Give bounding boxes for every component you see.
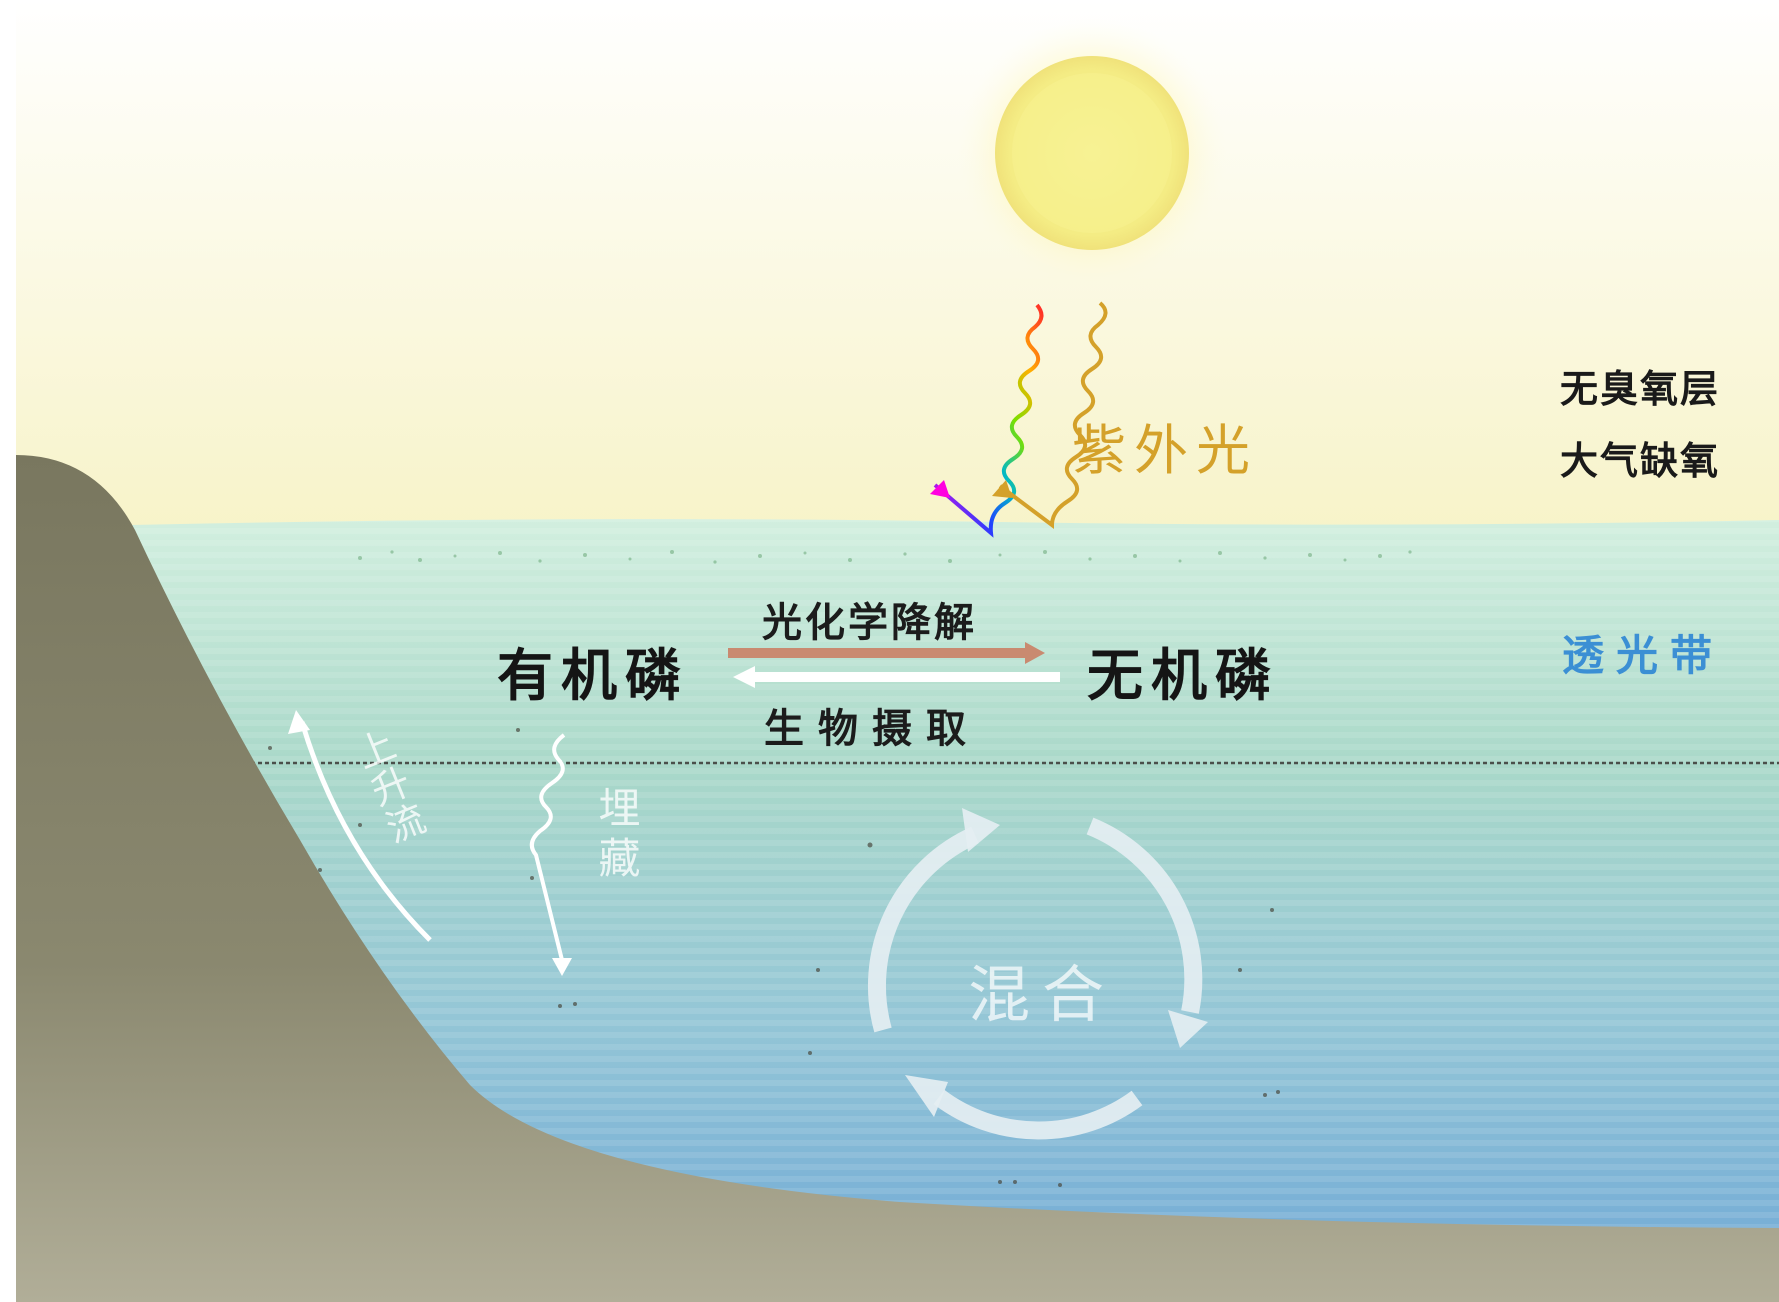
biological-uptake-label: 生物摄取 (764, 706, 980, 752)
sun-icon (957, 18, 1227, 288)
uv-ray-icon (992, 301, 1108, 529)
sediment-specks (268, 728, 1280, 1187)
photic-zone-label: 透光带 (1562, 631, 1725, 680)
inorganic-phosphorus-label: 无机磷 (1087, 644, 1279, 709)
mixing-label: 混合 (968, 958, 1117, 1031)
upwelling-arrow (288, 710, 432, 942)
surface-plankton (358, 550, 1412, 564)
burial-label: 埋藏 (592, 786, 641, 886)
photodegradation-arrow (728, 642, 1045, 664)
organic-phosphorus-label: 有机磷 (497, 644, 689, 709)
uv-label: 紫外光 (1072, 419, 1258, 482)
uptake-arrow (733, 666, 1060, 688)
sky (16, 0, 1779, 540)
mixing-cycle-icon (867, 817, 1203, 1140)
ozone-label-line1: 无臭氧层 (1560, 367, 1721, 411)
ozone-label-line2: 大气缺氧 (1560, 439, 1721, 483)
photodegradation-label: 光化学降解 (762, 600, 977, 646)
land-slope (16, 455, 1779, 1302)
mixing-cycle-arrowheads (905, 808, 1208, 1117)
burial-arrow (529, 733, 572, 976)
visible-light-ray-icon (930, 303, 1044, 538)
